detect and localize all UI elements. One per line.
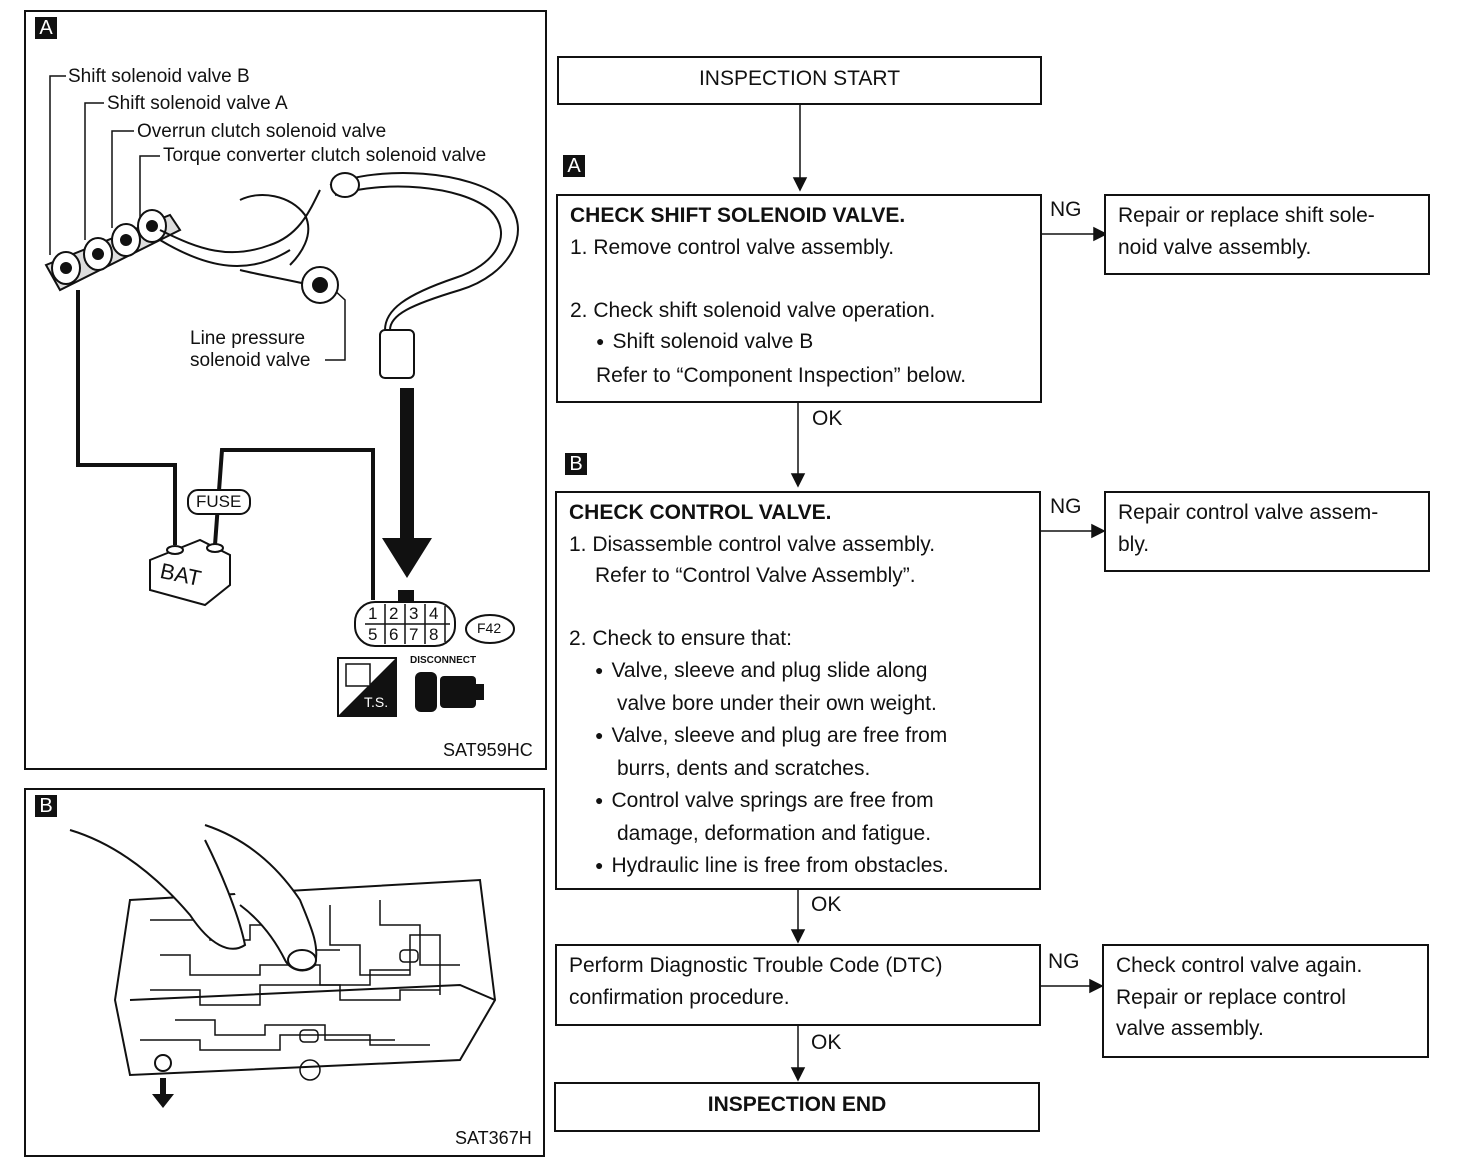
step2-line3: 2. Check to ensure that:: [569, 627, 792, 650]
connector-pin-5: 5: [368, 625, 378, 644]
panel-a-code: SAT959HC: [443, 740, 533, 760]
ok1-label: OK: [812, 407, 843, 430]
step-check-shift-solenoid: CHECK SHIFT SOLENOID VALVE. 1. Remove co…: [556, 194, 1042, 403]
step1-line4: Refer to “Component Inspection” below.: [596, 363, 967, 387]
label-line-pressure-1: Line pressure: [190, 328, 306, 349]
step2-bullet2-a: Valve, sleeve and plug are free from: [569, 720, 1039, 754]
label-shift-solenoid-b: Shift solenoid valve B: [68, 66, 250, 87]
step3-ng-action: Check control valve again. Repair or rep…: [1102, 944, 1429, 1058]
step1-ng-action: Repair or replace shift sole- noid valve…: [1104, 194, 1430, 275]
step2-bullet3-b: damage, deformation and fatigue.: [617, 822, 932, 845]
step1-line1: 1. Remove control valve assembly.: [570, 235, 895, 259]
step3-line2: confirmation procedure.: [569, 985, 790, 1009]
connector-pin-4: 4: [429, 604, 439, 623]
step2-bullet4-a: Hydraulic line is free from obstacles.: [569, 850, 1039, 884]
inspection-end-label: INSPECTION END: [707, 1093, 887, 1116]
step2-bullet1-b: valve bore under their own weight.: [617, 692, 937, 715]
fuse-label: FUSE: [196, 492, 242, 511]
ok2-label: OK: [811, 893, 842, 916]
step3-ng-line2: Repair or replace control: [1116, 985, 1346, 1009]
step2-ng-label: NG: [1050, 495, 1082, 518]
panel-a-frame: [24, 10, 547, 770]
step2-bullet3-a: Control valve springs are free from: [569, 785, 1039, 819]
step1-ng-line1: Repair or replace shift sole-: [1118, 204, 1375, 227]
flow-tag-b: B: [565, 453, 587, 475]
step3-line1: Perform Diagnostic Trouble Code (DTC): [569, 954, 943, 977]
connector-pin-6: 6: [389, 625, 399, 644]
connector-pin-3: 3: [409, 604, 419, 623]
label-line-pressure-2: solenoid valve: [190, 350, 311, 371]
step2-line2: Refer to “Control Valve Assembly”.: [595, 564, 916, 587]
step1-ng-label: NG: [1050, 198, 1082, 221]
step3-ng-line3: valve assembly.: [1116, 1017, 1264, 1040]
step-dtc-confirmation: Perform Diagnostic Trouble Code (DTC) co…: [555, 944, 1041, 1026]
flow-tag-a: A: [563, 155, 585, 177]
label-shift-solenoid-a: Shift solenoid valve A: [107, 93, 288, 114]
connector-id: F42: [477, 620, 502, 636]
step1-title: CHECK SHIFT SOLENOID VALVE.: [570, 204, 906, 227]
inspection-start-label: INSPECTION START: [698, 67, 901, 90]
step2-bullet2-b: burrs, dents and scratches.: [617, 757, 871, 780]
inspection-start-box: INSPECTION START: [557, 56, 1042, 105]
label-torque-converter: Torque converter clutch solenoid valve: [163, 145, 487, 166]
step1-line1-spacer: [570, 263, 1040, 295]
step1-line2: 2. Check shift solenoid valve operation.: [570, 298, 936, 322]
step2-ng-line2: bly.: [1118, 532, 1150, 556]
label-overrun-clutch: Overrun clutch solenoid valve: [137, 121, 387, 142]
connector-pin-7: 7: [409, 625, 419, 644]
step2-line1: 1. Disassemble control valve assembly.: [569, 532, 936, 556]
ok3-label: OK: [811, 1031, 842, 1054]
inspection-end-box: INSPECTION END: [554, 1082, 1040, 1132]
disconnect-label: DISCONNECT: [410, 655, 477, 666]
step1-ng-line2: noid valve assembly.: [1118, 235, 1312, 259]
panel-b-tag: B: [35, 795, 57, 817]
panel-a-tag: A: [35, 17, 57, 39]
panel-b-code: SAT367H: [455, 1128, 532, 1148]
step2-spacer: [569, 592, 1039, 624]
step1-line3: Shift solenoid valve B: [570, 326, 1040, 360]
step2-ng-action: Repair control valve assem- bly.: [1104, 491, 1430, 572]
ts-label: T.S.: [364, 694, 389, 710]
step3-ng-label: NG: [1048, 950, 1080, 973]
step-check-control-valve: CHECK CONTROL VALVE. 1. Disassemble cont…: [555, 491, 1041, 890]
step2-bullet1-a: Valve, sleeve and plug slide along: [569, 655, 1039, 689]
connector-pin-1: 1: [368, 604, 378, 623]
step2-ng-line1: Repair control valve assem-: [1118, 501, 1379, 524]
connector-pin-8: 8: [429, 625, 439, 644]
step2-title: CHECK CONTROL VALVE.: [569, 501, 832, 524]
step3-ng-line1: Check control valve again.: [1116, 954, 1363, 977]
connector-pin-2: 2: [389, 604, 399, 623]
